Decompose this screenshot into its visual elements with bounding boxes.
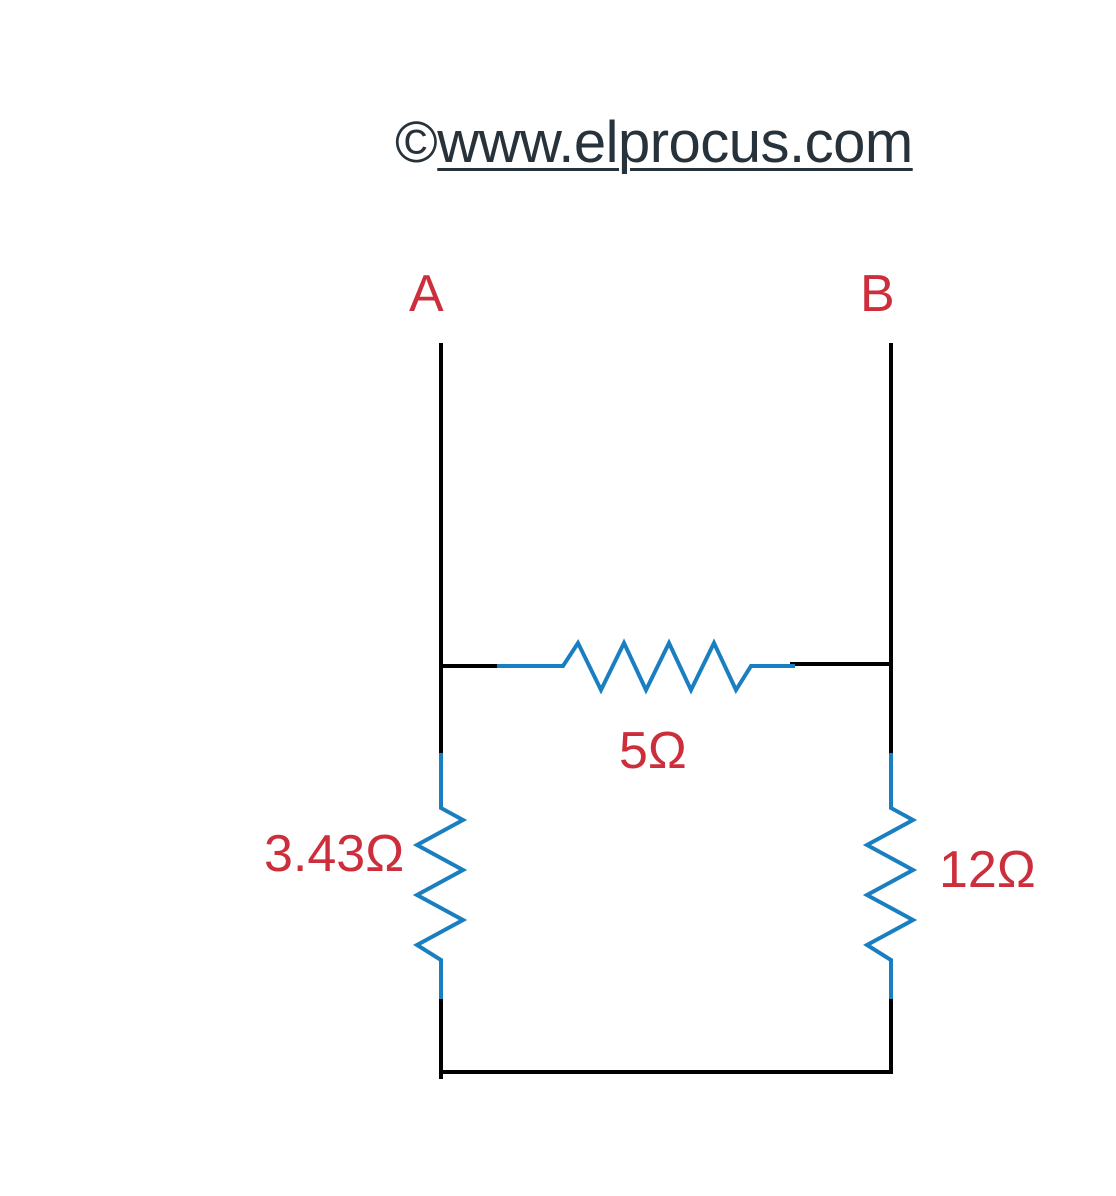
resistor-5-ohm-label: 5Ω [619,722,687,780]
resistor-12-ohm-label: 12Ω [939,841,1036,899]
resistor-12-ohm-zigzag [862,753,918,999]
watermark-link[interactable]: www.elprocus.com [437,110,913,175]
copyright-icon: © [395,110,438,175]
resistor-3-43-ohm-zigzag [412,753,468,999]
resistor-5-ohm-zigzag [497,638,795,695]
resistor-3-43-ohm-label: 3.43Ω [264,825,405,883]
watermark: ©www.elprocus.com [395,108,913,178]
terminal-a-label: A [409,265,444,323]
terminal-b-label: B [860,265,895,323]
